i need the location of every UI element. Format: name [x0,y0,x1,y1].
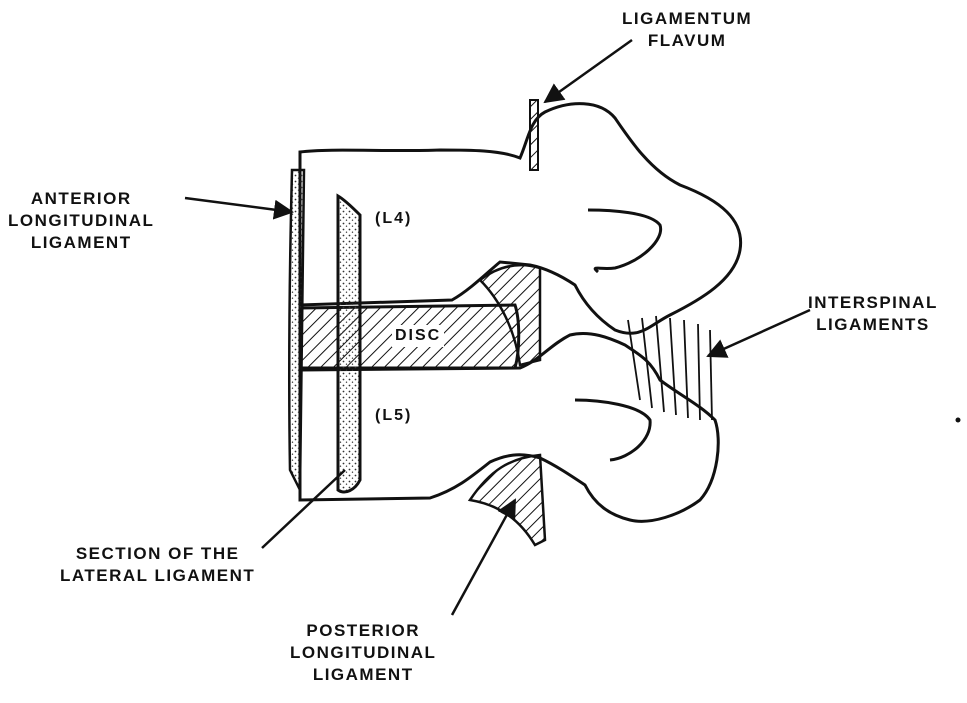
label-line: POSTERIOR [290,620,436,642]
leader-ligamentum-flavum [545,40,632,102]
leader-anterior-ligament [185,198,292,212]
label-l5: (L5) [375,405,412,427]
lateral-ligament-bar [338,196,360,492]
label-line: SECTION OF THE [60,543,255,565]
leader-posterior-ligament [452,500,515,615]
label-line: FLAVUM [622,30,752,52]
label-lateral-ligament-section: SECTION OF THE LATERAL LIGAMENT [60,543,255,587]
label-line: LIGAMENTS [808,314,938,336]
label-ligamentum-flavum: LIGAMENTUM FLAVUM [622,8,752,52]
label-line: INTERSPINAL [808,292,938,314]
speck [956,418,961,423]
label-line: LIGAMENTUM [622,8,752,30]
label-interspinal-ligaments: INTERSPINAL LIGAMENTS [808,292,938,336]
label-posterior-longitudinal-ligament: POSTERIOR LONGITUDINAL LIGAMENT [290,620,436,686]
label-line: LATERAL LIGAMENT [60,565,255,587]
label-l4: (L4) [375,208,412,230]
label-line: LIGAMENT [290,664,436,686]
anterior-ligament-strip [289,170,304,490]
label-disc: DISC [392,325,444,347]
ligamentum-flavum-strip [530,100,538,170]
label-line: LONGITUDINAL [8,210,154,232]
label-line: LONGITUDINAL [290,642,436,664]
label-line: LIGAMENT [8,232,154,254]
label-line: ANTERIOR [8,188,154,210]
label-anterior-longitudinal-ligament: ANTERIOR LONGITUDINAL LIGAMENT [8,188,154,254]
leader-interspinal [708,310,810,356]
